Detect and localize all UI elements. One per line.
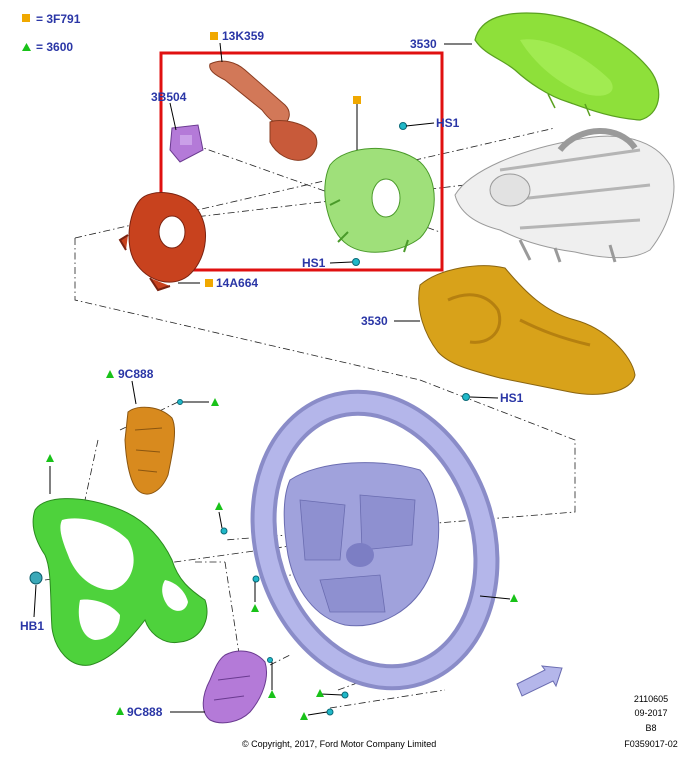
screw-icon bbox=[252, 575, 260, 583]
footer: © Copyright, 2017, Ford Motor Company Li… bbox=[242, 694, 678, 749]
steering-column-part bbox=[454, 128, 675, 263]
switch-9c888-upper-part bbox=[124, 406, 175, 495]
legend-square-icon bbox=[22, 14, 30, 22]
lower-shroud-part bbox=[418, 265, 636, 395]
label-9c888-upper: 9C888 bbox=[118, 367, 154, 381]
label-3530-upper: 3530 bbox=[410, 37, 437, 51]
part-labels: 13K359 3B504 HS1 HS1 14A664 3530 3530 HS… bbox=[20, 29, 524, 719]
part-markers bbox=[46, 32, 518, 720]
square-marker-icon bbox=[210, 32, 218, 40]
footer-code-4: F0359017-02 bbox=[624, 739, 678, 749]
screw-hs1-bottom-icon bbox=[462, 393, 470, 401]
triangle-marker-icon bbox=[510, 594, 518, 602]
legend-square-text: = 3F791 bbox=[36, 12, 81, 26]
copyright-text: © Copyright, 2017, Ford Motor Company Li… bbox=[242, 739, 436, 749]
triangle-marker-icon bbox=[251, 604, 259, 612]
legend-triangle-text: = 3600 bbox=[36, 40, 73, 54]
screw-icon bbox=[220, 527, 228, 535]
screws bbox=[29, 122, 470, 716]
direction-arrow-icon bbox=[516, 665, 563, 697]
footer-code-2: 09-2017 bbox=[634, 708, 667, 718]
multifunction-switch-part bbox=[209, 60, 318, 161]
label-hs1-bottom: HS1 bbox=[500, 391, 524, 405]
wheel-bezel-part bbox=[32, 498, 208, 666]
triangle-marker-icon bbox=[106, 370, 114, 378]
screw-hs1-mid-icon bbox=[352, 258, 360, 266]
footer-code-3: B8 bbox=[645, 723, 656, 733]
label-hb1: HB1 bbox=[20, 619, 44, 633]
triangle-marker-icon bbox=[300, 712, 308, 720]
leader-lines bbox=[33, 42, 511, 716]
screw-icon bbox=[341, 691, 349, 699]
screw-hs1-top-icon bbox=[399, 122, 407, 130]
triangle-marker-icon bbox=[46, 454, 54, 462]
label-3b504: 3B504 bbox=[151, 90, 187, 104]
label-9c888-lower: 9C888 bbox=[127, 705, 163, 719]
label-3530-lower: 3530 bbox=[361, 314, 388, 328]
triangle-marker-icon bbox=[116, 707, 124, 715]
steering-wheel-part bbox=[250, 389, 500, 691]
upper-shroud-part bbox=[474, 12, 660, 121]
triangle-marker-icon bbox=[215, 502, 223, 510]
label-hs1-top: HS1 bbox=[436, 116, 460, 130]
label-14a664: 14A664 bbox=[216, 276, 258, 290]
clockspring-part bbox=[118, 192, 206, 292]
switch-9c888-lower-part bbox=[202, 650, 267, 724]
legend-triangle-icon bbox=[22, 43, 31, 51]
footer-code-1: 2110605 bbox=[634, 694, 668, 704]
legend: = 3F791 = 3600 bbox=[22, 12, 81, 54]
screw-hb1-icon bbox=[29, 571, 43, 585]
highlight-box bbox=[159, 51, 444, 272]
triangle-marker-icon bbox=[268, 690, 276, 698]
triangle-marker-icon bbox=[211, 398, 219, 406]
screw-icon bbox=[326, 708, 334, 716]
screw-icon bbox=[267, 657, 273, 663]
steering-angle-sensor-part bbox=[324, 147, 435, 253]
square-marker-icon bbox=[205, 279, 213, 287]
label-hs1-mid: HS1 bbox=[302, 256, 326, 270]
screw-icon bbox=[177, 399, 183, 405]
sensor-3b504-part bbox=[169, 124, 204, 163]
triangle-marker-icon bbox=[316, 689, 324, 697]
label-13k359: 13K359 bbox=[222, 29, 264, 43]
square-marker-icon bbox=[353, 96, 361, 104]
